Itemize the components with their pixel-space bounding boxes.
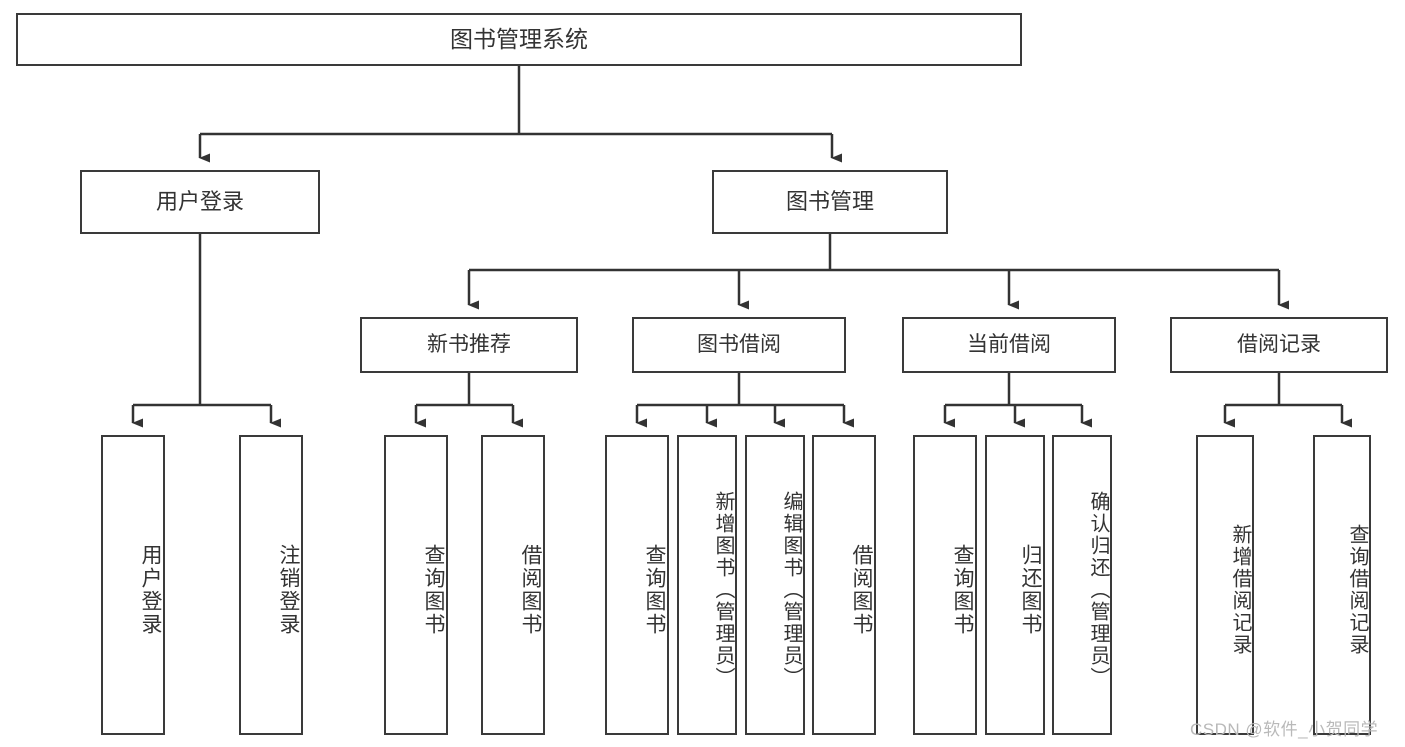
node-book-manage[interactable]: 图书管理 — [712, 170, 948, 234]
node-leaf-query-book-1[interactable]: 查询图书 — [384, 435, 448, 735]
node-leaf-query-record[interactable]: 查询借阅记录 — [1313, 435, 1371, 735]
node-new-book-recommend[interactable]: 新书推荐 — [360, 317, 578, 373]
node-book-borrow[interactable]: 图书借阅 — [632, 317, 846, 373]
node-user-login[interactable]: 用户登录 — [80, 170, 320, 234]
csdn-watermark: CSDN @软件_小贺同学 — [1190, 720, 1379, 739]
node-leaf-add-book[interactable]: 新增图书（管理员） — [677, 435, 737, 735]
node-leaf-query-book-2[interactable]: 查询图书 — [605, 435, 669, 735]
node-leaf-add-record[interactable]: 新增借阅记录 — [1196, 435, 1254, 735]
node-leaf-borrow-book-2[interactable]: 借阅图书 — [812, 435, 876, 735]
node-leaf-edit-book[interactable]: 编辑图书（管理员） — [745, 435, 805, 735]
node-leaf-logout[interactable]: 注销登录 — [239, 435, 303, 735]
node-leaf-borrow-book-1[interactable]: 借阅图书 — [481, 435, 545, 735]
node-leaf-return-book[interactable]: 归还图书 — [985, 435, 1045, 735]
node-leaf-query-book-3[interactable]: 查询图书 — [913, 435, 977, 735]
node-borrow-record[interactable]: 借阅记录 — [1170, 317, 1388, 373]
node-root-system[interactable]: 图书管理系统 — [16, 13, 1022, 66]
node-leaf-confirm-return[interactable]: 确认归还（管理员） — [1052, 435, 1112, 735]
node-leaf-user-login[interactable]: 用户登录 — [101, 435, 165, 735]
node-current-borrow[interactable]: 当前借阅 — [902, 317, 1116, 373]
